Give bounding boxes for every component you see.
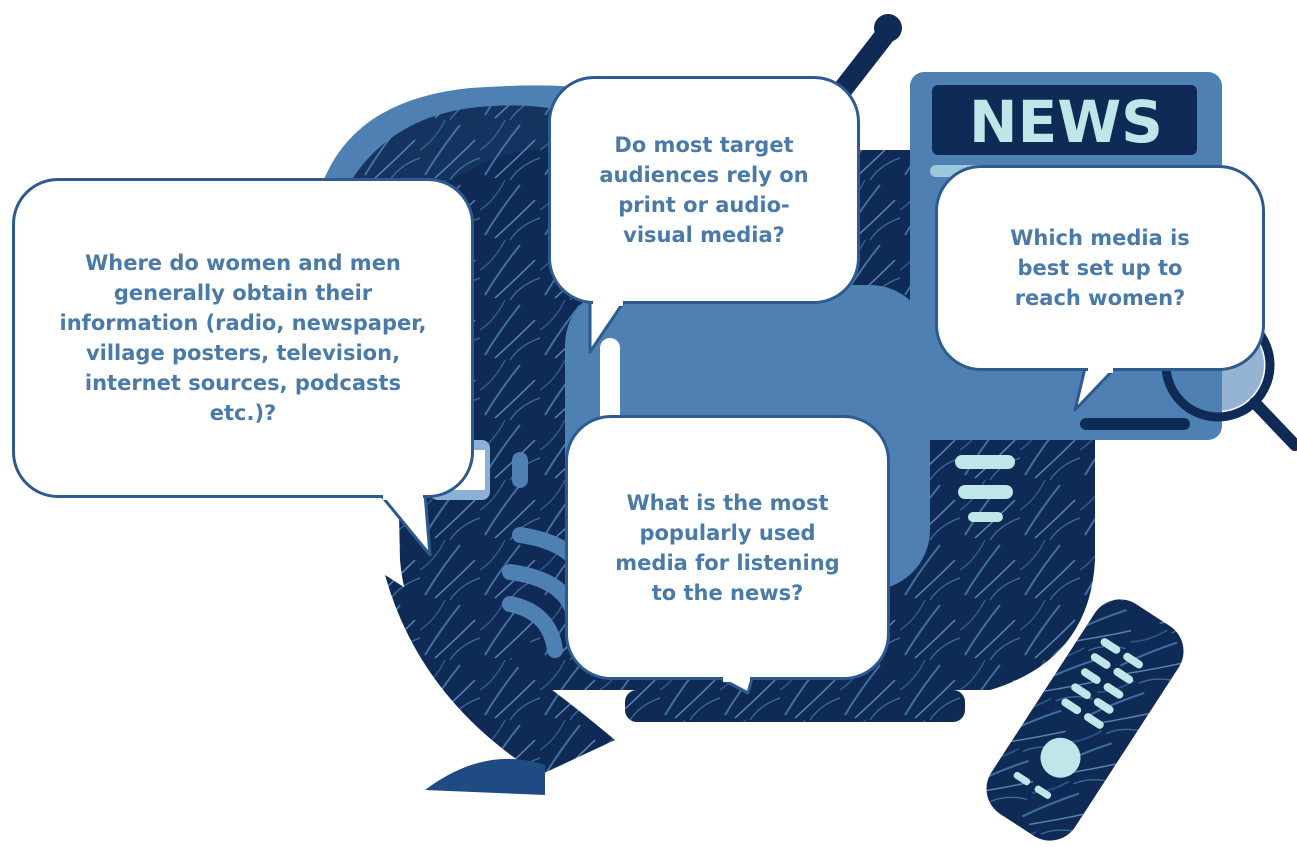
remote-control: [986, 599, 1184, 841]
bubble-text-women-men-info: Where do women and men generally obtain …: [59, 251, 427, 425]
speech-bubble-popular-news-media: What is the most popularly used media fo…: [565, 415, 890, 680]
bubble-text-print-or-av: Do most target audiences rely on print o…: [599, 133, 809, 247]
news-sign-text: NEWS: [969, 88, 1163, 156]
speech-bubble-print-or-av: Do most target audiences rely on print o…: [548, 76, 860, 304]
bubble-tails: [378, 299, 1117, 695]
bubble-text-best-media-women: Which media is best set up to reach wome…: [1010, 226, 1190, 310]
speech-bubble-women-men-info: Where do women and men generally obtain …: [12, 178, 474, 498]
speech-bubble-best-media-women: Which media is best set up to reach wome…: [935, 165, 1265, 371]
satellite-dish: [385, 575, 615, 795]
bubble-text-popular-news-media: What is the most popularly used media fo…: [615, 490, 840, 605]
tv-stand: [625, 690, 965, 722]
